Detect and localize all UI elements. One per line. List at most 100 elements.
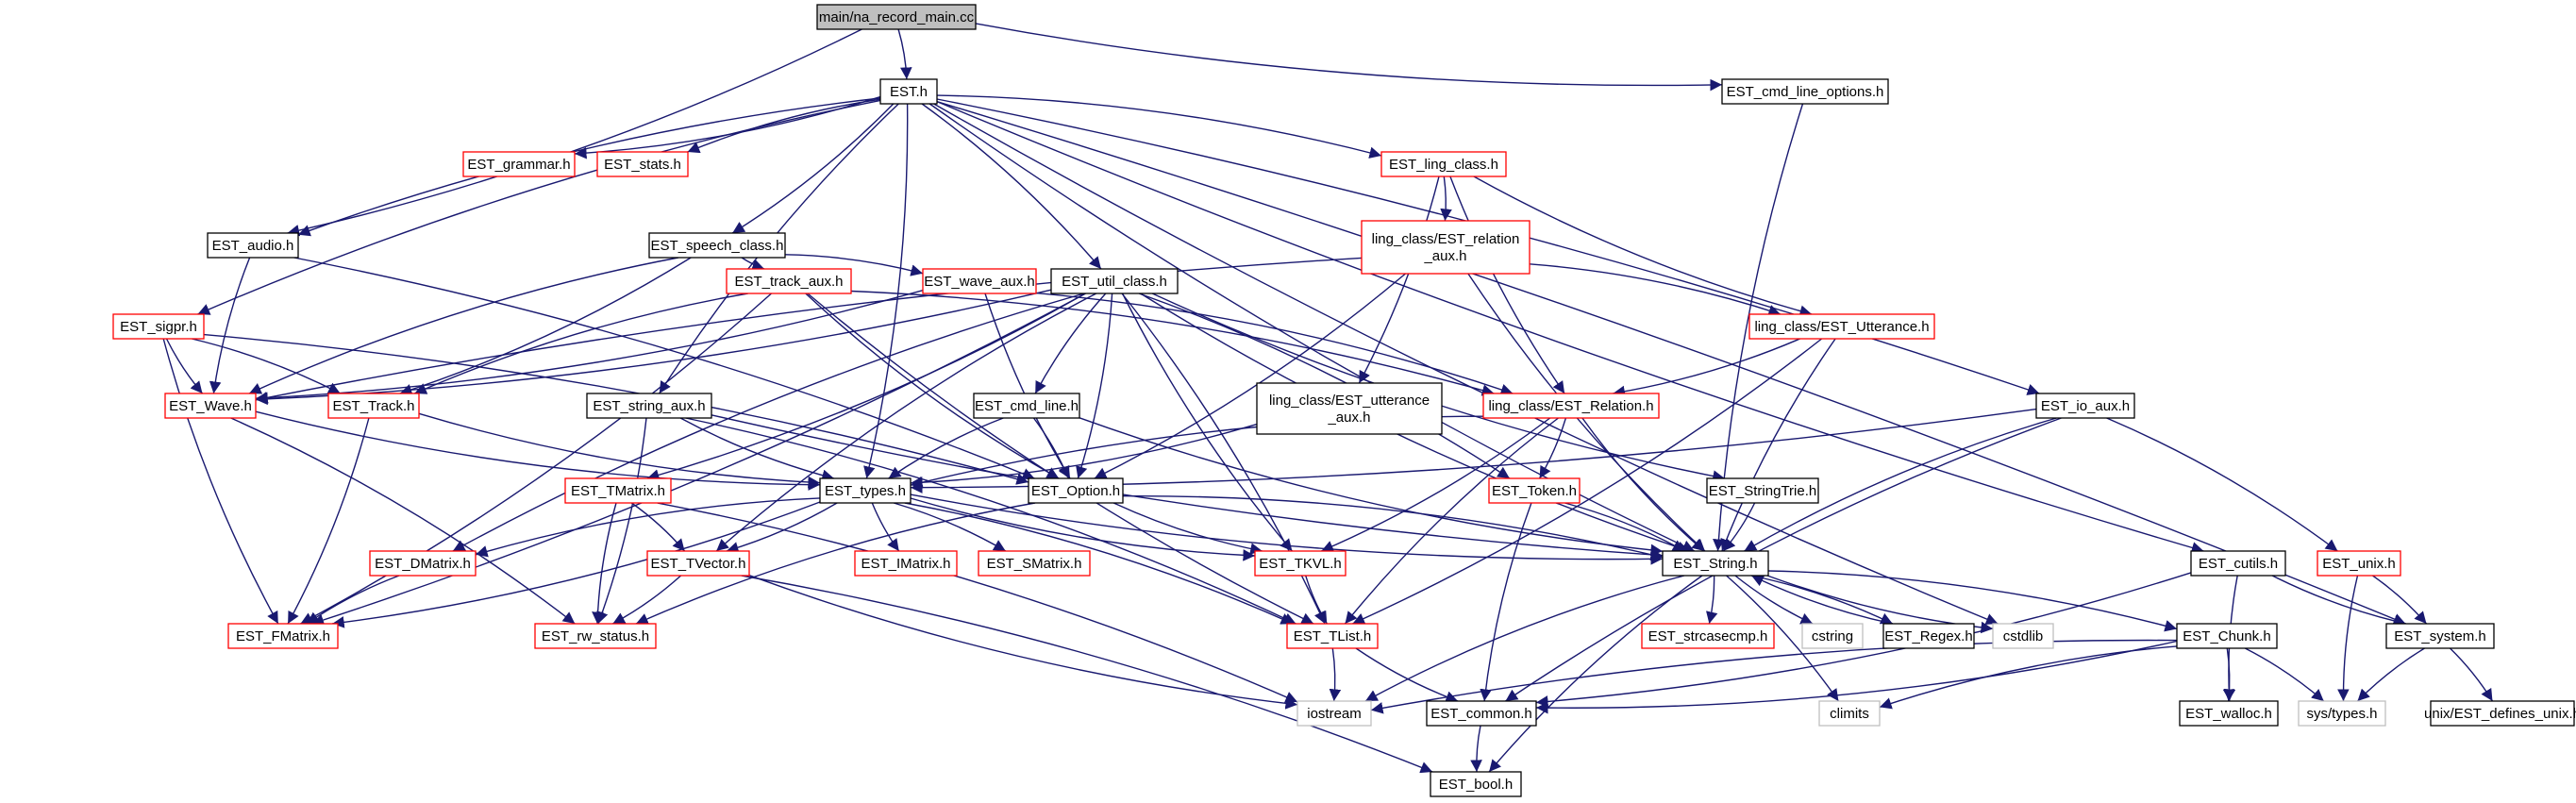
node-box-cutils (2190, 550, 2286, 577)
node-label-defines-unix: unix/EST_defines_unix.h (2424, 706, 2576, 722)
edge-tlist-to-iostream (1329, 647, 1342, 702)
node-unix[interactable]: EST_unix.h (2317, 550, 2401, 577)
node-strcasecmp[interactable]: EST_strcasecmp.h (1641, 623, 1775, 649)
node-label-iostream: iostream (1307, 706, 1362, 722)
edge-track-aux-to-relation (850, 290, 1495, 396)
node-string[interactable]: EST_String.h (1662, 550, 1769, 577)
node-track-aux[interactable]: EST_track_aux.h (726, 268, 852, 294)
node-box-chunk (2176, 623, 2278, 649)
node-regex[interactable]: EST_Regex.h (1882, 623, 1975, 649)
node-label-util-class: EST_util_class.h (1062, 274, 1167, 290)
node-tkvl[interactable]: EST_TKVL.h (1254, 550, 1347, 577)
node-box-util-class (1050, 268, 1179, 294)
edge-est-h-to-ling-class (936, 94, 1382, 159)
node-wave-aux[interactable]: EST_wave_aux.h (922, 268, 1037, 294)
edge-est-h-to-cstdlib (933, 103, 1999, 626)
edge-wave-aux-to-option (984, 293, 1071, 479)
node-smatrix[interactable]: EST_SMatrix.h (978, 550, 1091, 577)
node-io-aux[interactable]: EST_io_aux.h (2035, 393, 2135, 419)
edge-chunk-to-common (1535, 640, 2178, 714)
node-bool[interactable]: EST_bool.h (1430, 771, 1522, 797)
node-label-utterance-aux-2: _aux.h (1327, 410, 1370, 426)
edge-est-h-to-grammar (574, 95, 881, 159)
node-box-cstdlib (1992, 623, 2054, 649)
edge-chunk-to-climits (1879, 645, 2178, 710)
node-stringtrie[interactable]: EST_StringTrie.h (1706, 477, 1819, 504)
node-track[interactable]: EST_Track.h (327, 393, 420, 419)
node-defines-unix[interactable]: unix/EST_defines_unix.h (2424, 700, 2576, 727)
node-relation[interactable]: ling_class/EST_Relation.h (1482, 393, 1660, 419)
edge-ling-class-to-utterance (1473, 176, 1813, 317)
edge-relation-to-token (1538, 417, 1567, 479)
node-tlist[interactable]: EST_TList.h (1286, 623, 1379, 649)
node-audio[interactable]: EST_audio.h (207, 232, 299, 259)
node-cutils[interactable]: EST_cutils.h (2190, 550, 2286, 577)
node-label-ling-class: EST_ling_class.h (1389, 157, 1498, 173)
node-root[interactable]: main/na_record_main.cc (816, 4, 977, 30)
node-wave[interactable]: EST_Wave.h (164, 393, 257, 419)
node-tmatrix[interactable]: EST_TMatrix.h (564, 477, 672, 504)
node-grammar[interactable]: EST_grammar.h (462, 151, 576, 177)
node-label-imatrix: EST_IMatrix.h (861, 556, 950, 572)
node-option[interactable]: EST_Option.h (1028, 477, 1124, 504)
node-box-utterance-aux (1256, 382, 1443, 435)
node-tvector[interactable]: EST_TVector.h (646, 550, 750, 577)
node-box-string-aux (586, 393, 712, 419)
node-climits[interactable]: climits (1818, 700, 1881, 727)
edge-cmd-line-to-string (1079, 417, 1664, 557)
edge-relation-to-string (1581, 417, 1705, 552)
edge-string-to-cstring (1734, 575, 1814, 625)
node-cstring[interactable]: cstring (1801, 623, 1864, 649)
edge-relation-aux-to-string (1467, 273, 1706, 552)
node-token[interactable]: EST_Token.h (1488, 477, 1581, 504)
node-types[interactable]: EST_types.h (819, 477, 912, 504)
node-sys-types[interactable]: sys/types.h (2298, 700, 2386, 727)
node-cstdlib[interactable]: cstdlib (1992, 623, 2054, 649)
node-est-h[interactable]: EST.h (879, 78, 938, 105)
node-imatrix[interactable]: EST_IMatrix.h (854, 550, 958, 577)
edge-relation-aux-to-utterance (1529, 263, 1781, 317)
node-label-smatrix: EST_SMatrix.h (987, 556, 1082, 572)
node-cmd-line-options[interactable]: EST_cmd_line_options.h (1721, 78, 1889, 105)
node-relation-aux[interactable]: ling_class/EST_relation_aux.h (1361, 220, 1531, 275)
node-label-tvector: EST_TVector.h (651, 556, 746, 572)
node-string-aux[interactable]: EST_string_aux.h (586, 393, 712, 419)
edge-string-to-chunk (1767, 570, 2178, 632)
node-system[interactable]: EST_system.h (2385, 623, 2495, 649)
node-sigpr[interactable]: EST_sigpr.h (112, 313, 205, 340)
node-walloc[interactable]: EST_walloc.h (2179, 700, 2279, 727)
node-box-dmatrix (369, 550, 477, 577)
node-utterance-aux[interactable]: ling_class/EST_utterance_aux.h (1256, 382, 1443, 435)
node-label-relation-aux-1: ling_class/EST_relation (1372, 231, 1520, 247)
node-util-class[interactable]: EST_util_class.h (1050, 268, 1179, 294)
node-common[interactable]: EST_common.h (1426, 700, 1537, 727)
edge-tmatrix-to-tvector (630, 502, 686, 552)
node-label-token: EST_Token.h (1492, 483, 1577, 499)
edge-util-class-to-cmd-line (1034, 293, 1107, 394)
edge-speech-class-to-wave-aux (784, 254, 924, 276)
node-rw-status[interactable]: EST_rw_status.h (534, 623, 657, 649)
edge-types-to-tlist (904, 502, 1294, 625)
node-box-grammar (462, 151, 576, 177)
edge-util-class-to-fmatrix (311, 293, 1086, 627)
node-fmatrix[interactable]: EST_FMatrix.h (227, 623, 339, 649)
node-box-relation-aux (1361, 220, 1531, 275)
node-dmatrix[interactable]: EST_DMatrix.h (369, 550, 477, 577)
node-iostream[interactable]: iostream (1296, 700, 1372, 727)
edge-est-h-to-system (936, 101, 2406, 626)
edge-tvector-to-rw-status (612, 575, 682, 625)
node-stats[interactable]: EST_stats.h (596, 151, 689, 177)
node-utterance[interactable]: ling_class/EST_Utterance.h (1748, 313, 1935, 340)
node-cmd-line[interactable]: EST_cmd_line.h (973, 393, 1080, 419)
edge-est-h-to-sigpr (197, 99, 881, 315)
edge-sigpr-to-fmatrix (162, 338, 279, 625)
edge-string-to-climits (1726, 575, 1839, 702)
node-label-io-aux: EST_io_aux.h (2041, 398, 2130, 414)
edge-string-to-bool (1488, 575, 1703, 773)
node-box-tlist (1286, 623, 1379, 649)
node-chunk[interactable]: EST_Chunk.h (2176, 623, 2278, 649)
node-speech-class[interactable]: EST_speech_class.h (648, 232, 786, 259)
edge-system-to-sys-types (2357, 647, 2425, 702)
edge-util-class-to-tlist (1121, 293, 1326, 625)
node-ling-class[interactable]: EST_ling_class.h (1380, 151, 1507, 177)
